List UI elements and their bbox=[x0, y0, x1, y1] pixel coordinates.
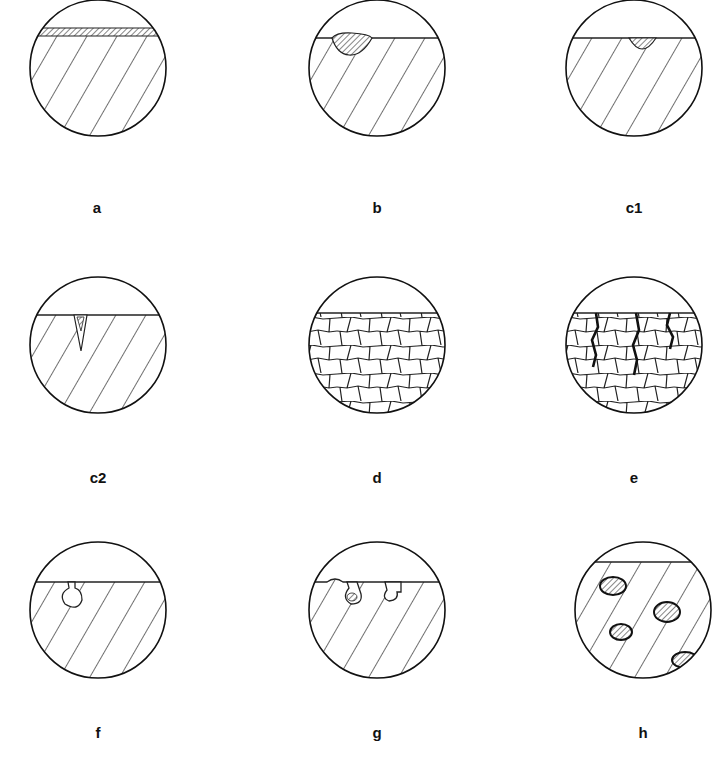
undercut-pit bbox=[28, 542, 168, 692]
crevice-crack bbox=[28, 277, 168, 425]
intergranular-cracking bbox=[564, 277, 704, 423]
uniform-corrosion bbox=[28, 0, 168, 146]
figure-letter: e bbox=[630, 469, 638, 487]
figure-letter: a bbox=[93, 199, 101, 217]
pitting-wide bbox=[307, 0, 447, 148]
inclusions bbox=[573, 542, 713, 692]
figure-letter: c2 bbox=[90, 469, 107, 487]
figure-letter: b bbox=[372, 199, 381, 217]
pitting-small bbox=[564, 0, 704, 148]
figure-letter: c1 bbox=[626, 199, 643, 217]
figure-letter: d bbox=[372, 469, 381, 487]
intergranular-structure bbox=[307, 277, 447, 423]
figure-letter: h bbox=[638, 724, 647, 742]
figure-letter: f bbox=[96, 724, 101, 742]
figure-letter: g bbox=[372, 724, 381, 742]
pits-with-deposits bbox=[307, 542, 447, 700]
